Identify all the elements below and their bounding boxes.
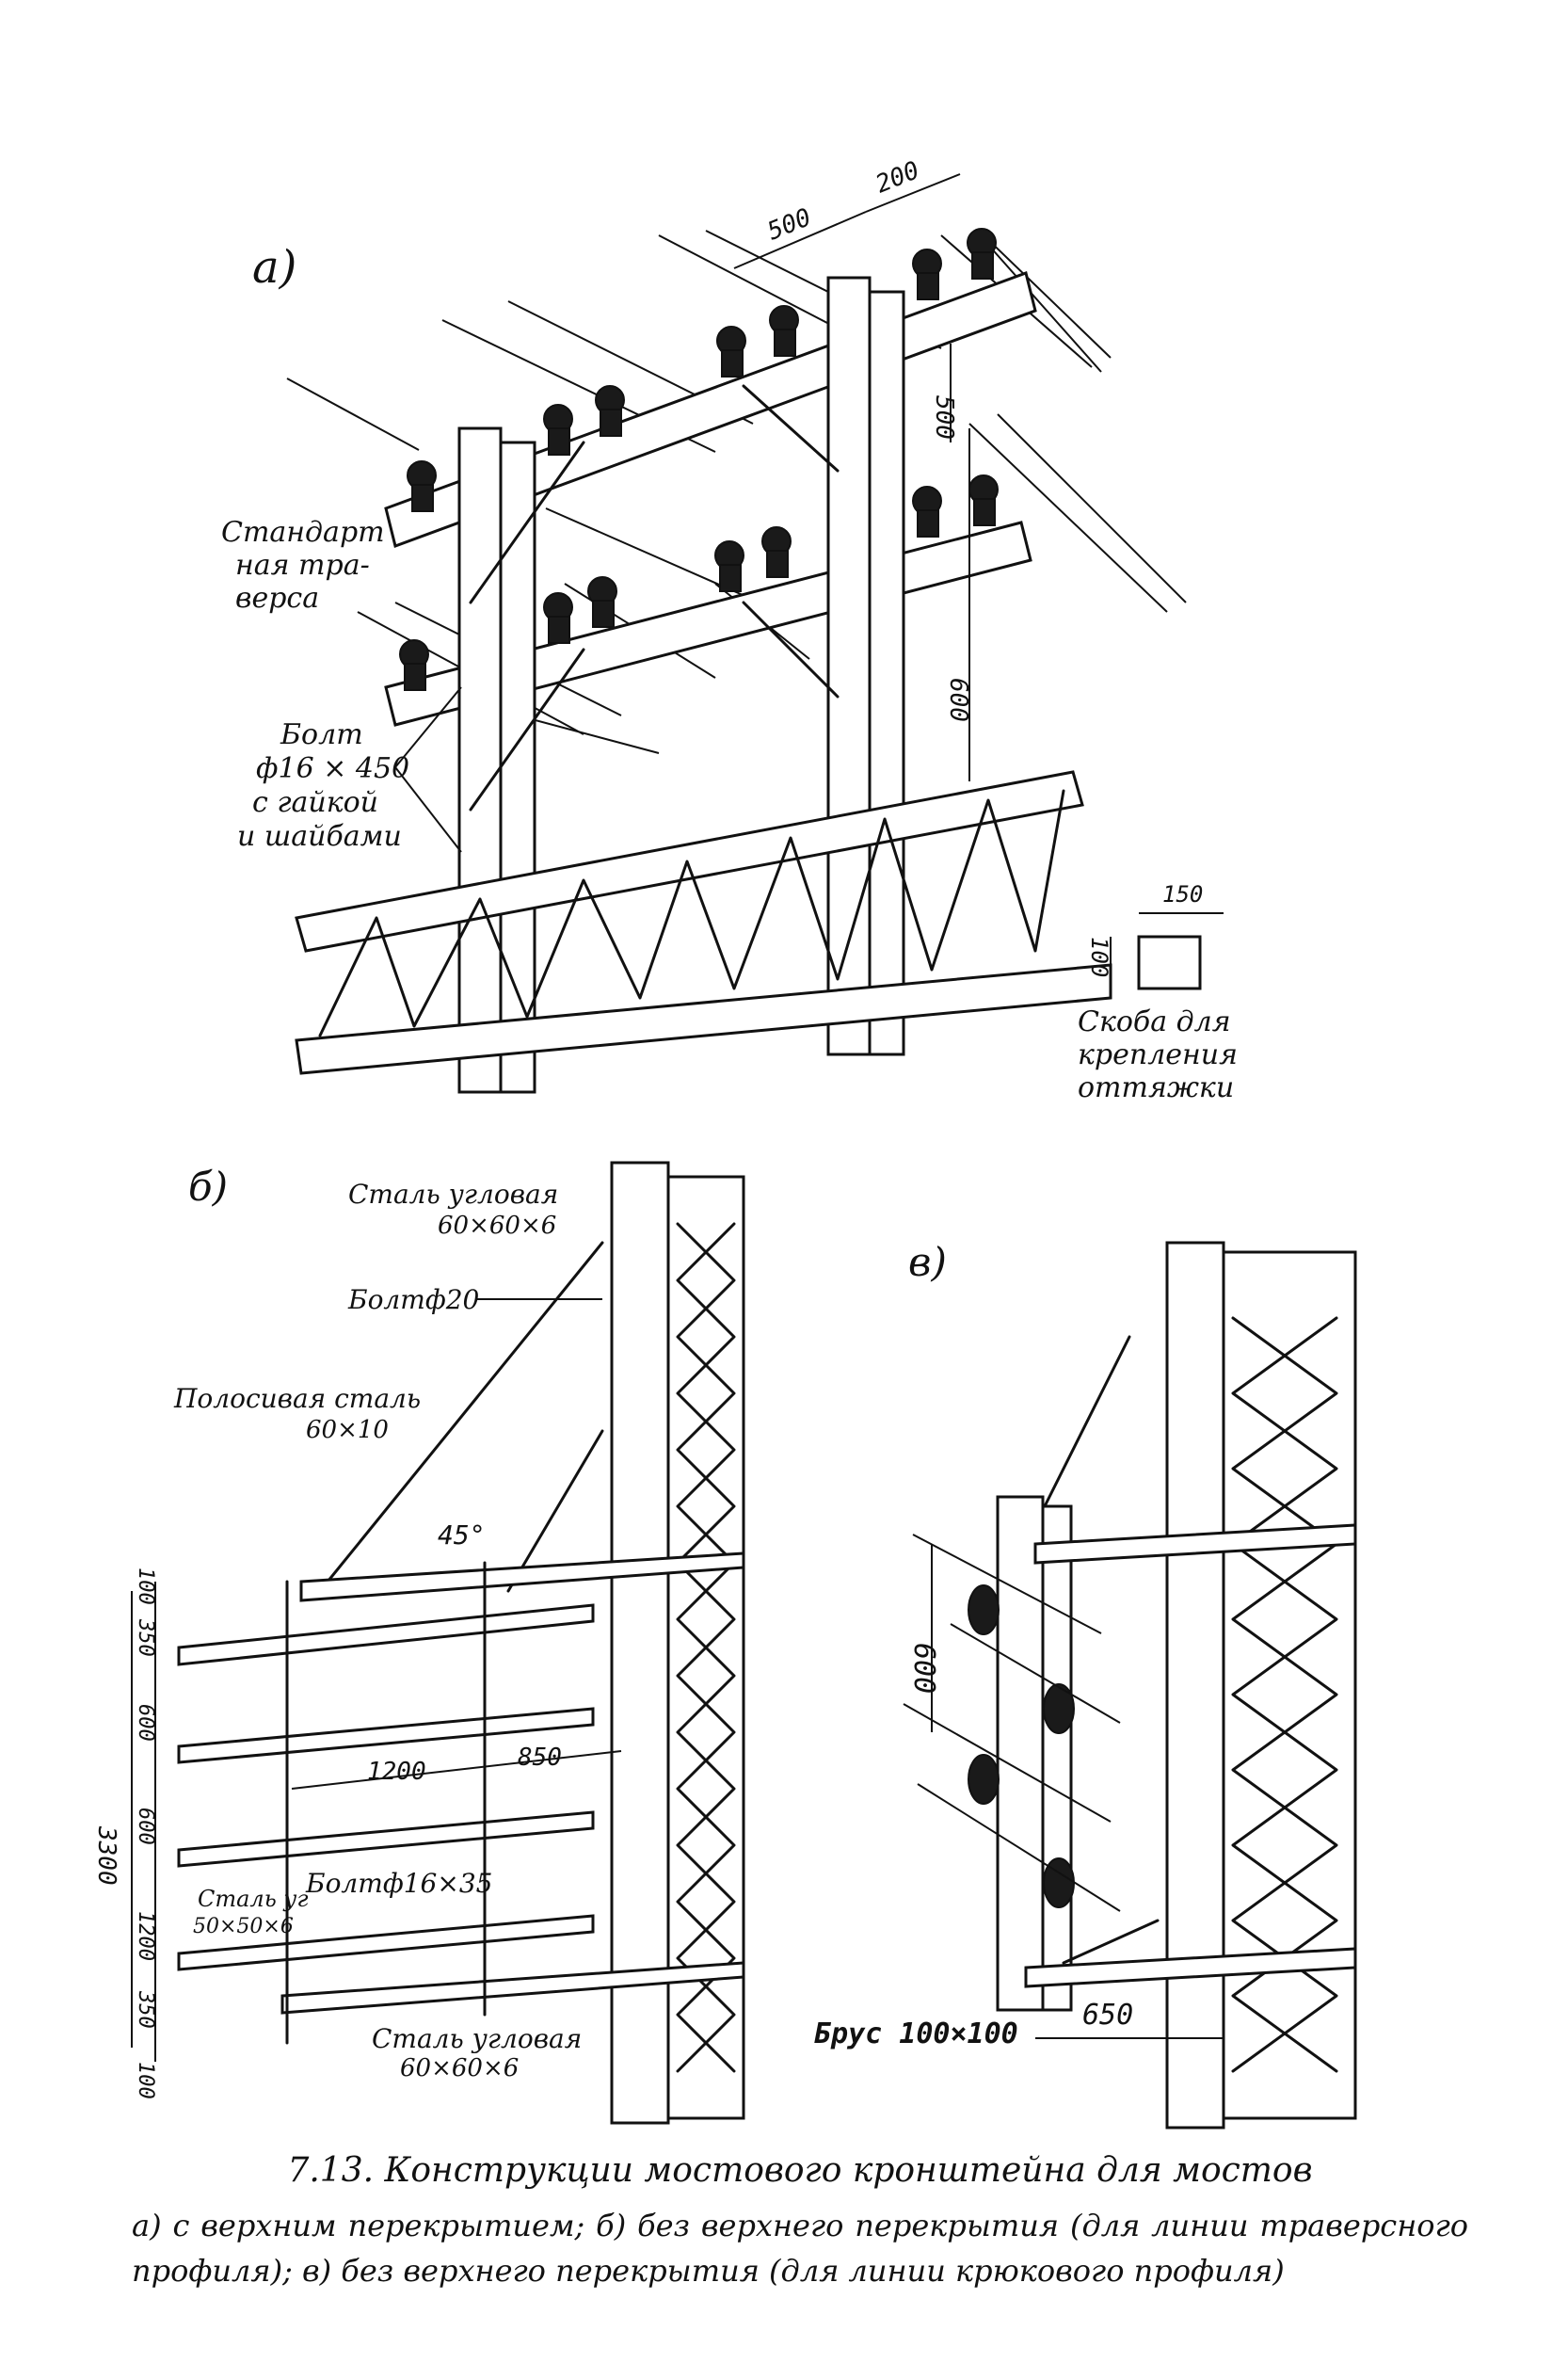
svg-text:1200: 1200 [134, 1911, 157, 1961]
label-strip-steel: Полосивая сталь [173, 1383, 421, 1414]
label-angle-steel-top: Сталь угловая [348, 1179, 558, 1210]
dim-500-top: 500 [763, 203, 815, 246]
caption-title: 7.13. Конструкции мостового кронштейна д… [287, 2151, 1313, 2190]
svg-text:ф16 × 450: ф16 × 450 [256, 752, 409, 785]
label-bolt-16: Болтф16×35 [305, 1868, 492, 1899]
post-right [826, 276, 872, 1056]
label-bolt-20: Болтф20 [347, 1284, 479, 1315]
svg-text:600: 600 [134, 1808, 157, 1845]
callout-bolt: Болт ф16 × 450 с гайкой и шайбами [237, 686, 462, 853]
dim-500-side: 500 [930, 395, 958, 440]
figure-a-label: а) [252, 241, 296, 294]
figure-a: а) [221, 156, 1238, 1104]
label-beam: Брус 100×100 [814, 2017, 1018, 2050]
svg-text:Стандарт: Стандарт [221, 516, 385, 549]
callout-crossarm: Стандарт ная тра- верса [221, 516, 385, 615]
svg-text:50×50×6: 50×50×6 [193, 1915, 294, 1938]
svg-text:оттяжки: оттяжки [1078, 1071, 1234, 1104]
svg-text:60×10: 60×10 [306, 1416, 389, 1444]
svg-text:крепления: крепления [1078, 1038, 1238, 1071]
svg-text:Скоба для: Скоба для [1078, 1005, 1231, 1038]
figure-c: в) 600 650 Брус 100×100 [814, 1239, 1357, 2130]
figure-c-label: в) [908, 1239, 947, 1285]
svg-text:600: 600 [134, 1704, 157, 1742]
svg-text:100: 100 [1086, 937, 1112, 977]
figure-b-label: б) [188, 1164, 228, 1210]
figure-a-insulators [399, 228, 999, 691]
bridge-bracket-figure: а) [92, 156, 1357, 2130]
svg-text:ная тра-: ная тра- [235, 549, 370, 582]
label-angle-steel-small: Сталь уг [198, 1886, 308, 1912]
dim-1200: 1200 [367, 1758, 426, 1786]
svg-text:100: 100 [134, 1567, 157, 1605]
svg-text:60×60×6: 60×60×6 [400, 2054, 519, 2082]
dim-600-c: 600 [907, 1643, 940, 1694]
svg-text:350: 350 [134, 1990, 157, 2029]
bracket-detail: 150 100 Скоба для крепления оттяжки [1078, 881, 1238, 1104]
figure-b: б) Сталь угловая 60×60×6 Болтф20 Полосив… [92, 1161, 745, 2125]
post-left [457, 426, 503, 1094]
caption-description: а) с верхним перекрытием; б) без верхнег… [132, 2208, 1468, 2289]
svg-text:150: 150 [1162, 881, 1203, 908]
figure-c-column [1165, 1241, 1225, 2130]
svg-text:Болт: Болт [280, 718, 363, 751]
dim-600: 600 [944, 678, 972, 722]
dim-850: 850 [518, 1744, 562, 1772]
svg-text:60×60×6: 60×60×6 [438, 1212, 556, 1240]
svg-text:и шайбами: и шайбами [237, 820, 402, 853]
svg-text:350: 350 [134, 1618, 157, 1657]
dim-650: 650 [1082, 1999, 1133, 2032]
svg-text:верса: верса [235, 582, 319, 615]
dim-3300: 3300 [92, 1825, 120, 1886]
figure-a-bridge-truss [295, 770, 1112, 1075]
label-angle-45: 45° [438, 1519, 486, 1551]
svg-text:с гайкой: с гайкой [252, 786, 378, 819]
svg-text:100: 100 [134, 2062, 157, 2099]
wooden-beam [996, 1495, 1045, 2012]
label-angle-steel-bottom: Сталь угловая [372, 2023, 582, 2054]
